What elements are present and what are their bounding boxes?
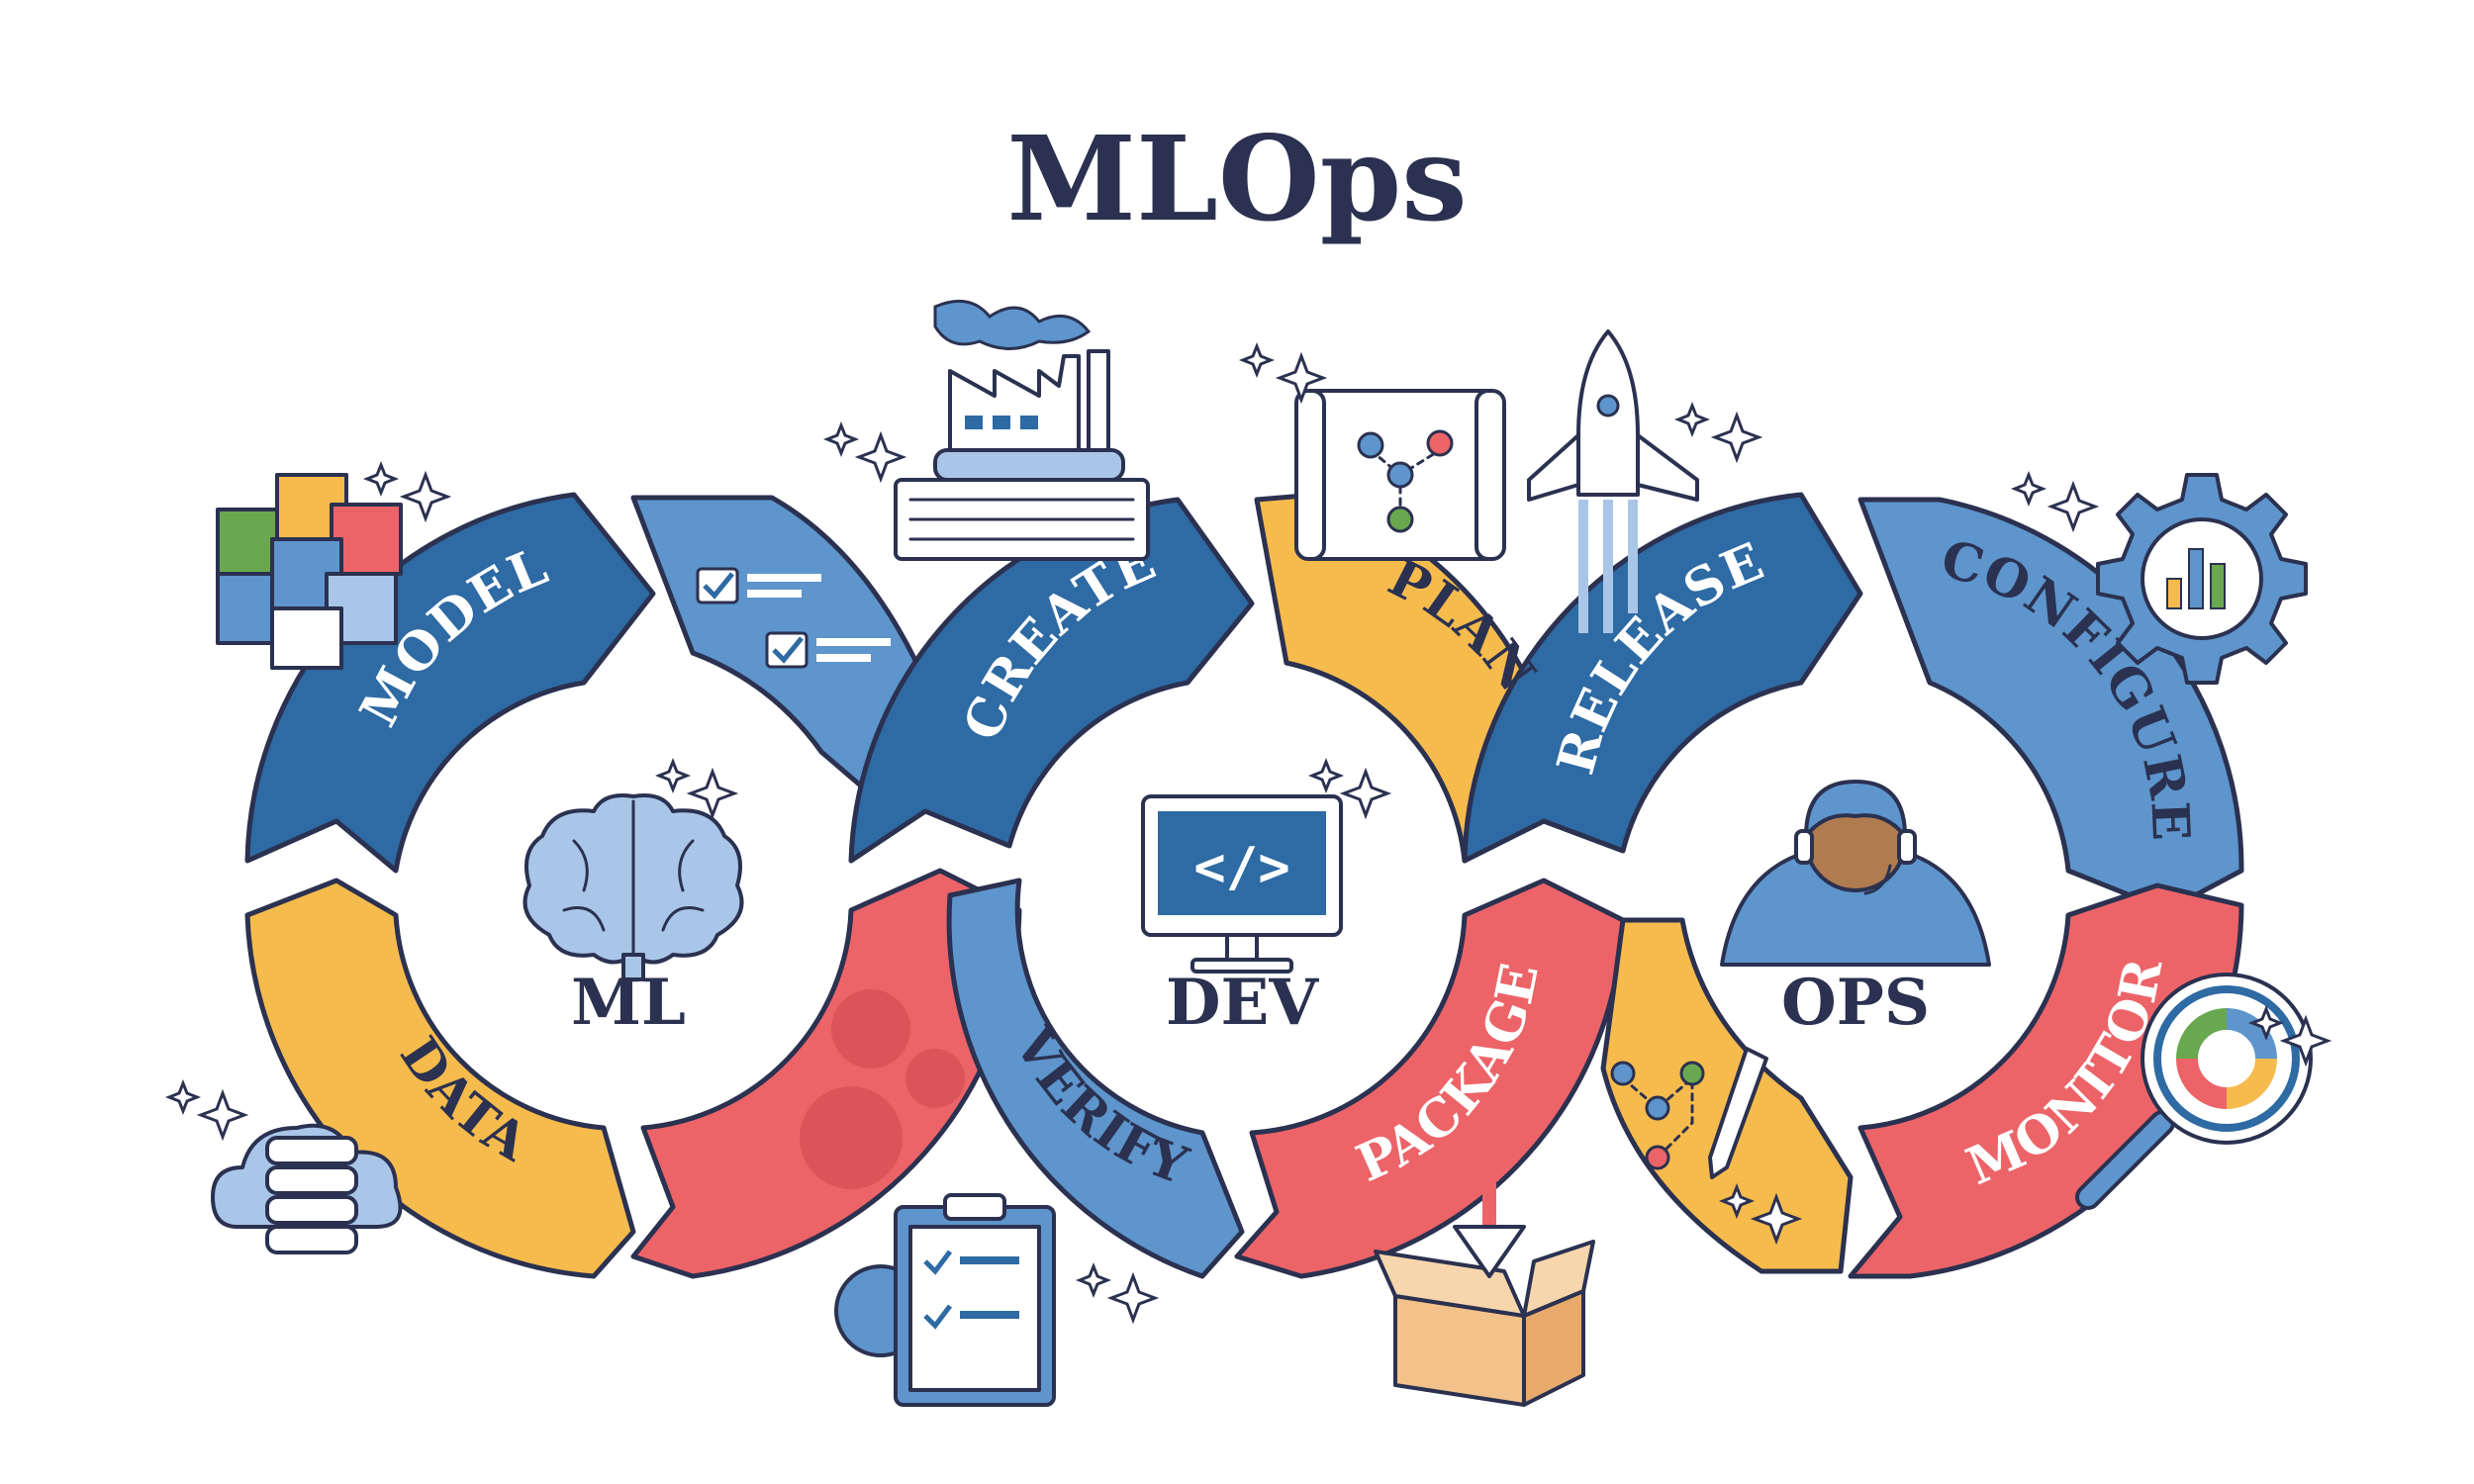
factory-icon [894,299,1150,561]
center-label-ops: OPS [1781,966,1930,1040]
brain-icon [523,793,744,981]
map-icon [1294,389,1506,561]
segment-verify [946,878,1245,1279]
segment-release [1462,492,1863,864]
rocket-icon [1527,329,1699,633]
segment-data [244,878,636,1279]
route-pen-icon [1610,1047,1768,1179]
box-icon [1374,1148,1595,1407]
segment-package [1234,878,1626,1279]
segment-monitor [1848,882,2244,1279]
support-agent-icon [1720,780,1991,967]
sparkle-icon [164,341,2332,1325]
checklist-icon [696,567,891,669]
center-label-dev: DEV [1166,966,1319,1040]
segment-configure [1857,497,2244,913]
database-cloud-icon [211,1123,403,1254]
code-monitor-icon: </> [1141,794,1343,974]
gear-chart-icon [2096,473,2308,685]
segment-route [1600,917,1854,1274]
segment-model [244,492,656,874]
svg-text:</>: </> [1193,836,1290,898]
clipboard-icon [834,1193,1056,1407]
page-title: MLOps [1006,110,1467,247]
cubes-icon [216,473,403,670]
gears-icon [800,989,965,1189]
